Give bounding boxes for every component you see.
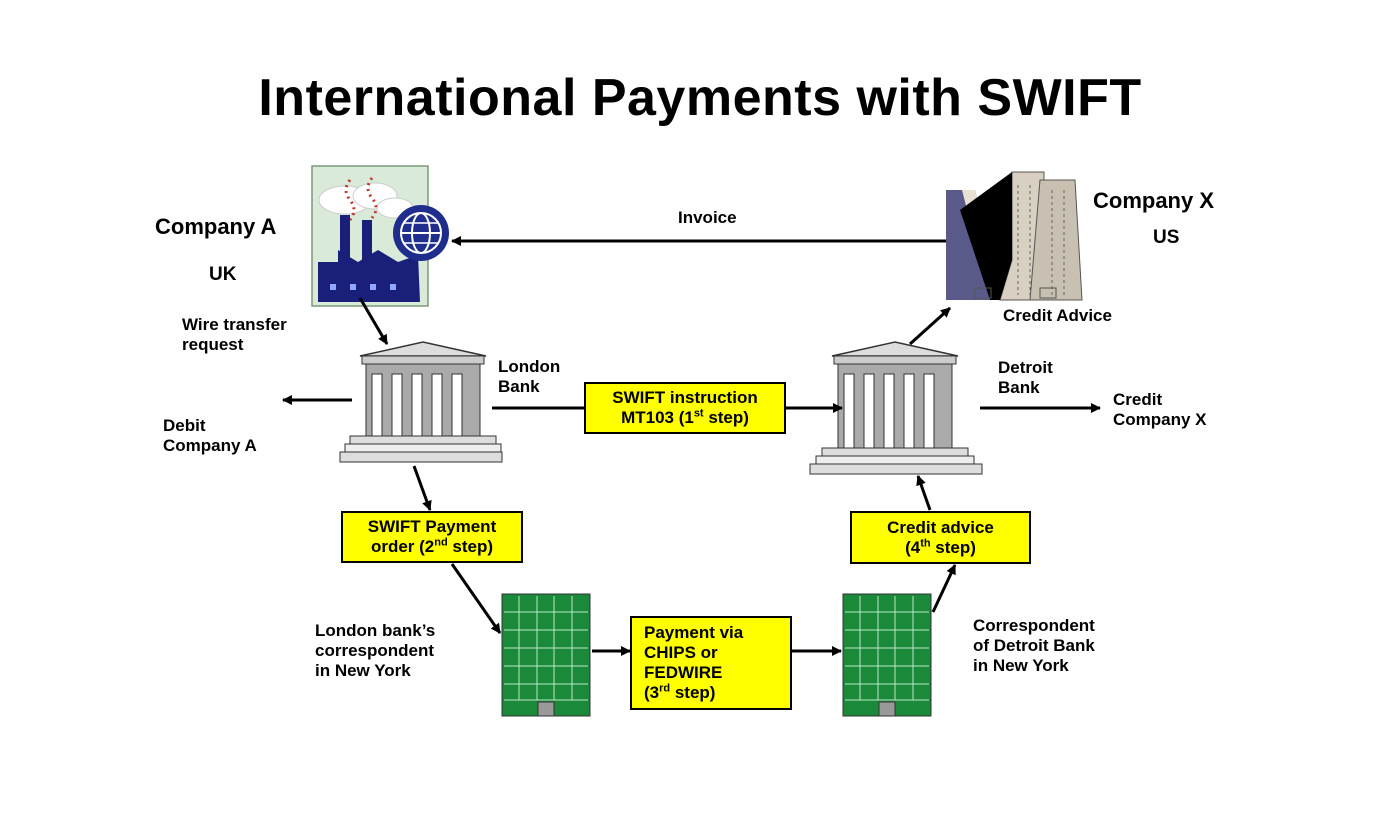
wire-transfer-arrow xyxy=(358,297,389,345)
skyscraper-icon xyxy=(946,171,1083,301)
credit-advice-step-arrow-1 xyxy=(931,564,957,613)
globe-icon xyxy=(393,205,449,261)
payment-order-arrow-1 xyxy=(412,465,432,511)
credit-advice-box: Credit advice (4th step) xyxy=(850,511,1031,564)
credit-advice-step-arrow-2 xyxy=(916,475,932,511)
company-a-country: UK xyxy=(209,264,237,285)
payment-via-box: Payment via CHIPS or FEDWIRE (3rd step) xyxy=(630,616,792,710)
detroit-bank-icon xyxy=(809,341,983,475)
detroit-correspondent-building-icon xyxy=(842,593,932,717)
london-correspondent-building-icon xyxy=(501,593,591,717)
company-x-name: Company X xyxy=(1093,188,1215,213)
swift-instruction-box: SWIFT instruction MT103 (1st step) xyxy=(584,382,786,434)
page-title: International Payments with SWIFT xyxy=(258,69,1142,127)
payment-order-arrow-2 xyxy=(450,563,502,634)
invoice-label: Invoice xyxy=(678,208,737,227)
company-x-country: US xyxy=(1153,227,1180,248)
company-a-name: Company A xyxy=(155,214,277,239)
payment-order-box: SWIFT Payment order (2nd step) xyxy=(341,511,523,563)
credit-advice-arrow xyxy=(908,306,952,346)
london-bank-icon xyxy=(339,341,503,463)
credit-advice-label: Credit Advice xyxy=(1003,306,1112,325)
